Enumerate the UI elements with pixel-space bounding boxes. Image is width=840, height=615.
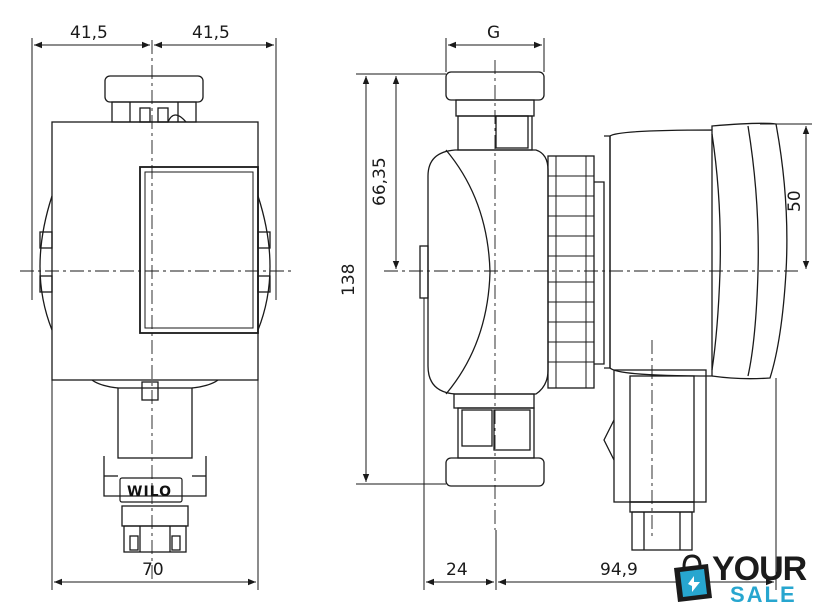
dim-height-to-axis: 66,35 — [370, 157, 390, 206]
watermark-sub-text: SALE — [730, 582, 797, 607]
watermark-badge: YOUR SALE — [668, 548, 838, 612]
dim-front-left-half: 41,5 — [70, 23, 108, 43]
front-center-lines — [20, 40, 292, 580]
brand-logo: WILO — [127, 484, 172, 500]
side-view — [419, 71, 788, 551]
dim-inlet-offset: 24 — [446, 560, 468, 580]
watermark-main-text: YOUR — [712, 550, 807, 588]
front-view — [39, 75, 271, 553]
dim-front-width: 70 — [142, 560, 164, 580]
side-dimensions — [356, 38, 812, 590]
dim-motor-half-height: 50 — [785, 190, 805, 212]
front-dimensions — [31, 38, 277, 590]
dim-thread: G — [487, 23, 500, 43]
shopping-bag-icon — [674, 554, 712, 602]
dim-height-total: 138 — [339, 264, 359, 296]
side-center-lines — [384, 60, 800, 540]
dim-front-right-half: 41,5 — [192, 23, 230, 43]
dim-motor-length: 94,9 — [600, 560, 638, 580]
